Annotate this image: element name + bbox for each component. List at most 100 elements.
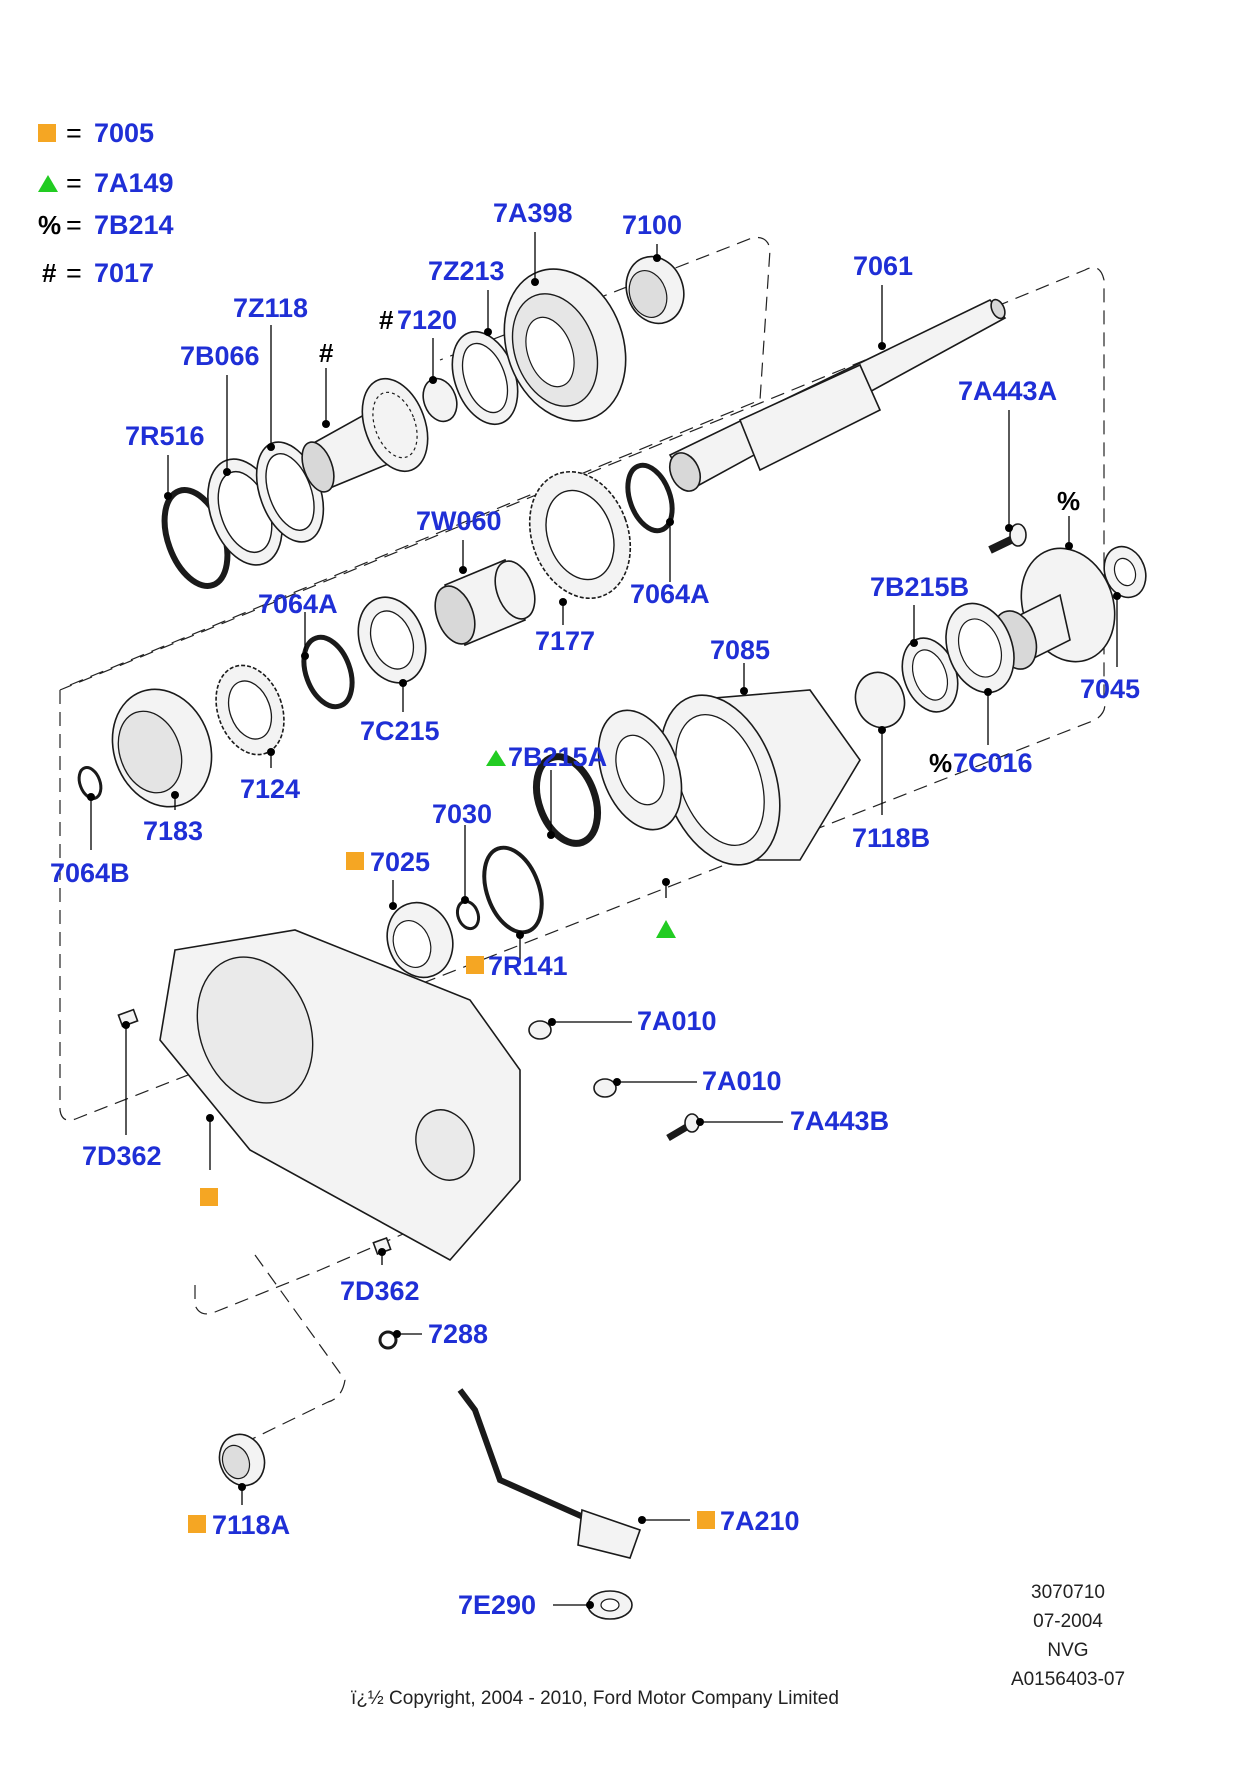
label-7B215B: 7B215B: [870, 572, 969, 602]
drawing-reference: A0156403-07: [1011, 1669, 1125, 1690]
label-7A443B: 7A443B: [790, 1106, 889, 1136]
drawing-date: 07-2004: [1033, 1611, 1103, 1632]
label-7E290: 7E290: [458, 1590, 536, 1620]
part-7C215-sleeve: [357, 596, 427, 684]
part-percent-flange: [992, 547, 1116, 670]
label-7A010-a: 7A010: [637, 1006, 717, 1036]
part-7R141-snap-ring: [482, 845, 544, 935]
label-7085: 7085: [710, 635, 770, 665]
label-7A398: 7A398: [493, 198, 573, 228]
part-7A398-clutch-housing: [503, 268, 627, 422]
label-7A443A: 7A443A: [958, 376, 1057, 406]
part-7B215A-oil-seal: [533, 753, 601, 847]
part-7118B-bearing: [854, 671, 906, 729]
leader-lines: [87, 232, 1121, 1609]
legend-percent-symbol: %: [38, 210, 61, 240]
part-7288-clip: [378, 1330, 398, 1350]
label-7118A: 7118A: [212, 1510, 290, 1540]
label-7A210-square-marker: [697, 1511, 715, 1529]
part-7183-hub: [111, 688, 213, 808]
part-7177-gear: [528, 470, 632, 600]
label-7045: 7045: [1080, 674, 1140, 704]
part-7A443B-bolt: [666, 1113, 700, 1142]
part-7C016-seal: [945, 602, 1015, 694]
label-7B066: 7B066: [180, 341, 260, 371]
part-7W060-sleeve: [434, 558, 536, 647]
part-7005-front-case: [159, 929, 521, 1262]
drawing-metadata: 3070710 07-2004 NVG A0156403-07: [1011, 1582, 1125, 1690]
label-7025-square-marker: [346, 852, 364, 870]
svg-text:=: =: [66, 118, 82, 148]
part-7124-gear: [215, 664, 285, 756]
label-7025: 7025: [370, 847, 430, 877]
part-7E290-magnet: [587, 1590, 633, 1620]
label-7177: 7177: [535, 626, 595, 656]
label-7030: 7030: [432, 799, 492, 829]
pump-triangle-marker: [656, 920, 676, 938]
part-7045-nut: [1103, 545, 1147, 599]
part-7025-ball-bearing: [386, 901, 454, 979]
label-7D362-a: 7D362: [82, 1141, 162, 1171]
part-7085-extension-case: [659, 689, 861, 866]
assembly-outlines: [59, 236, 1106, 1441]
legend-code-7005: 7005: [94, 118, 154, 148]
part-7118A-bearing: [218, 1433, 266, 1487]
label-7061: 7061: [853, 251, 913, 281]
label-7288: 7288: [428, 1319, 488, 1349]
legend-code-7017: 7017: [94, 258, 154, 288]
label-7R141: 7R141: [488, 951, 568, 981]
legend-hash-symbol: #: [42, 258, 57, 288]
part-7064B-ring: [77, 766, 103, 800]
label-7183: 7183: [143, 816, 203, 846]
legend: = 7005 = 7A149 % = 7B214 # = 7017: [38, 118, 174, 288]
label-7R141-square-marker: [466, 956, 484, 974]
label-7R516: 7R516: [125, 421, 205, 451]
label-7A010-b: 7A010: [702, 1066, 782, 1096]
label-percent-mark: %: [1057, 486, 1080, 516]
case-square-marker: [200, 1188, 218, 1206]
label-7B215A: 7B215A: [508, 742, 607, 772]
legend-square-marker: [38, 124, 56, 142]
label-7064B: 7064B: [50, 858, 130, 888]
label-7Z213: 7Z213: [428, 256, 505, 286]
legend-code-7B214: 7B214: [94, 210, 174, 240]
label-7B215A-triangle-marker: [486, 750, 506, 766]
part-7A443A-bolt: [988, 523, 1027, 554]
part-7A210-pickup-tube: [457, 1388, 642, 1559]
part-7A149-pump: [597, 709, 683, 831]
drawing-number: 3070710: [1031, 1582, 1105, 1603]
label-7A210: 7A210: [720, 1506, 800, 1536]
label-7064A-middle: 7064A: [258, 589, 338, 619]
label-7C016: 7C016: [953, 748, 1033, 778]
label-7118A-square-marker: [188, 1515, 206, 1533]
legend-triangle-marker: [38, 175, 58, 192]
drawing-supplier: NVG: [1047, 1640, 1088, 1661]
label-7C215: 7C215: [360, 716, 440, 746]
svg-text:=: =: [66, 258, 82, 288]
label-7118B: 7118B: [852, 823, 930, 853]
part-7Z118-ring: [255, 441, 325, 543]
label-7064A-upper: 7064A: [630, 579, 710, 609]
label-7124: 7124: [240, 774, 300, 804]
part-7030-ring: [455, 899, 481, 931]
part-7A010-plug-b: [593, 1078, 617, 1098]
label-7120-prefix: #: [379, 305, 394, 335]
part-labels: 7A398 7100 7061 7Z213 7Z118 # 7120 # 7B0…: [50, 198, 1140, 1620]
label-7100: 7100: [622, 210, 682, 240]
label-7W060: 7W060: [416, 506, 502, 536]
part-hash-gear-shaft: [301, 377, 429, 493]
copyright-notice: ï¿½ Copyright, 2004 - 2010, Ford Motor C…: [351, 1688, 839, 1709]
part-7064A-snap-ring-upper: [625, 462, 675, 534]
svg-text:=: =: [66, 210, 82, 240]
svg-text:=: =: [66, 168, 82, 198]
legend-code-7A149: 7A149: [94, 168, 174, 198]
label-hash-mark: #: [319, 338, 334, 368]
part-7Z213-plate: [451, 330, 519, 426]
label-7120: 7120: [397, 305, 457, 335]
part-7064A-snap-ring-middle: [301, 634, 355, 710]
label-7D362-b: 7D362: [340, 1276, 420, 1306]
label-7C016-prefix: %: [929, 748, 952, 778]
label-7Z118: 7Z118: [233, 293, 308, 323]
part-7061-main-shaft: [668, 298, 1007, 492]
